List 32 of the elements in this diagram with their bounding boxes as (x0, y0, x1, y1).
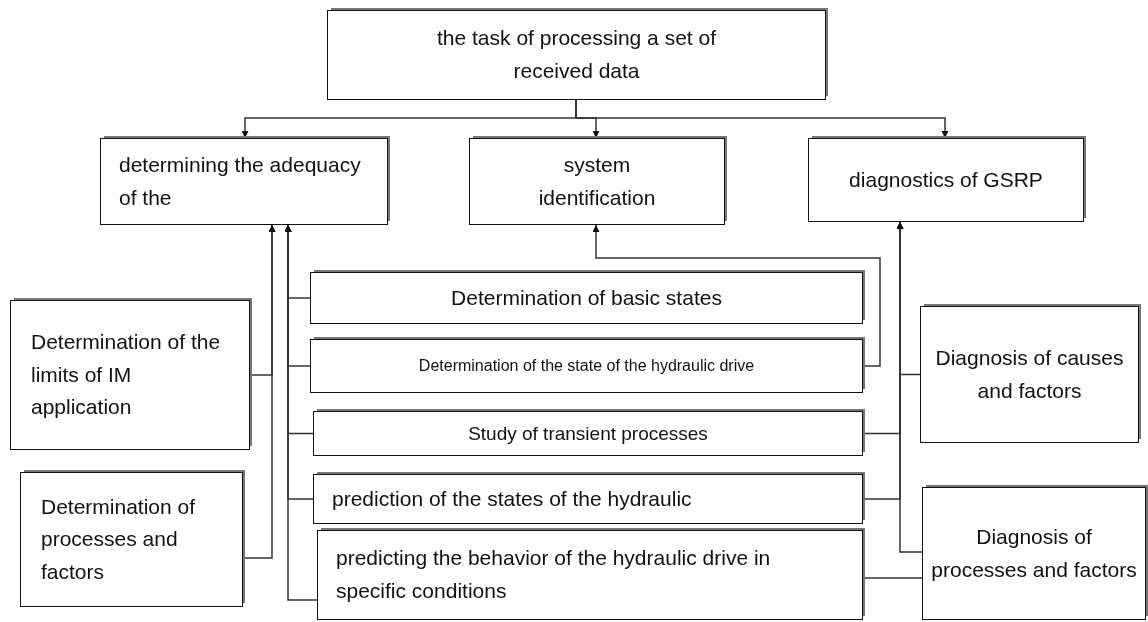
box-text: determining the adequacy of the (119, 151, 362, 211)
box-text: Diagnosis of causes and factors (934, 344, 1125, 404)
box-text: prediction of the states of the hydraulic (332, 485, 692, 512)
box-text: Determination of the state of the hydraulic drive (418, 355, 755, 376)
process-box (310, 339, 863, 393)
arrow (242, 224, 276, 559)
process-box (808, 138, 1084, 222)
process-box (100, 138, 388, 225)
arrow (592, 224, 881, 367)
connector-line (862, 577, 923, 579)
process-box (922, 487, 1146, 620)
box-text: Determination of basic states (451, 284, 722, 311)
box-text: Determination of processes and factors (41, 493, 197, 585)
process-box (20, 472, 243, 607)
arrow (284, 224, 318, 601)
process-box (310, 272, 863, 324)
process-box (10, 300, 250, 450)
process-box (317, 530, 863, 620)
box-text: Diagnosis of processes and factors (931, 523, 1137, 583)
process-box (469, 138, 725, 225)
arrow (896, 221, 923, 553)
box-text: the task of processing a set of received data (436, 25, 717, 84)
box-text: Determination of the limits of IM application (31, 329, 222, 421)
arrow (575, 99, 949, 139)
box-text: predicting the behavior of the hydraulic drive in specific conditions (336, 545, 772, 604)
box-text: system identification (537, 151, 657, 211)
process-box (327, 10, 826, 100)
process-box (920, 306, 1139, 443)
box-text: diagnostics of GSRP (849, 166, 1043, 193)
process-box (313, 411, 863, 456)
box-text: Study of transient processes (468, 421, 708, 446)
process-box (313, 474, 863, 524)
